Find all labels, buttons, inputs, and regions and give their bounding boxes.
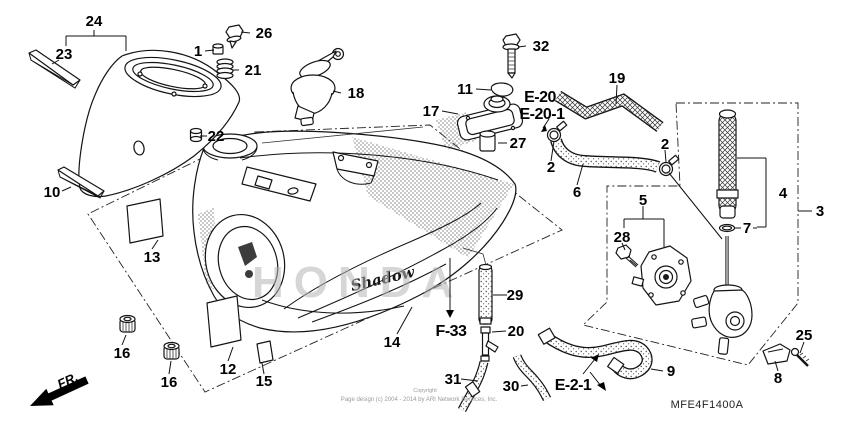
callout-2a[interactable]: 2 <box>547 159 555 176</box>
callout-27[interactable]: 27 <box>510 135 527 152</box>
callout-17[interactable]: 17 <box>423 103 440 120</box>
diagram-code: MFE4F1400A <box>671 399 744 411</box>
filler-neck <box>202 133 258 161</box>
hose-9 <box>537 327 653 380</box>
callout-4[interactable]: 4 <box>779 185 788 202</box>
mesh-hose-19 <box>554 90 664 132</box>
section-label-f33[interactable]: F-33 <box>436 323 468 340</box>
f33-arrow <box>446 258 454 318</box>
callout-7[interactable]: 7 <box>743 220 751 237</box>
tank-cover-drawing <box>78 49 241 198</box>
callout-6[interactable]: 6 <box>573 184 581 201</box>
callout-23[interactable]: 23 <box>56 46 73 63</box>
hose-clamp-2-right <box>658 154 680 177</box>
hose-clamp-2-left <box>546 120 568 143</box>
collar-1 <box>212 43 224 55</box>
grommet-16-upper <box>119 314 136 333</box>
valve-group-boundary <box>582 102 799 366</box>
callout-10[interactable]: 10 <box>44 184 61 201</box>
tank-shading-hatch <box>352 137 514 258</box>
fuel-valve-drawing <box>691 284 753 355</box>
section-label-e20[interactable]: E-20 <box>524 89 557 106</box>
sticker-15 <box>256 340 274 364</box>
callout-26[interactable]: 26 <box>256 25 273 42</box>
e2-1-arrows <box>582 354 606 391</box>
callout-13[interactable]: 13 <box>144 249 161 266</box>
callout-2b[interactable]: 2 <box>661 136 669 153</box>
copyright-line1: Copyright <box>413 388 437 394</box>
strainer-4 <box>716 109 739 219</box>
gasket-11 <box>490 82 514 97</box>
joint-20 <box>480 326 499 362</box>
e20-1-arrow <box>541 118 550 132</box>
callout-15[interactable]: 15 <box>256 373 273 390</box>
callout-14[interactable]: 14 <box>384 334 401 351</box>
sticker-12 <box>206 295 242 348</box>
tank-flame-graphics <box>261 202 498 323</box>
callout-12[interactable]: 12 <box>220 361 237 378</box>
callout-3[interactable]: 3 <box>816 203 824 220</box>
rubber-mount-21 <box>216 58 234 80</box>
section-label-e2-1[interactable]: E-2-1 <box>555 377 593 394</box>
tank-front-recess <box>204 213 286 309</box>
hose-31 <box>457 360 489 413</box>
callout-18[interactable]: 18 <box>348 85 365 102</box>
bolt-26 <box>225 24 244 49</box>
fuel-hose-6 <box>550 138 661 173</box>
callout-19[interactable]: 19 <box>609 70 626 87</box>
callout-30[interactable]: 30 <box>503 378 520 395</box>
screw-25 <box>790 347 810 367</box>
drain-tube-29 <box>462 247 493 325</box>
tank-top-brackets <box>241 151 379 202</box>
o-ring-7 <box>718 223 736 233</box>
grommet-16-lower <box>163 341 180 360</box>
callout-21[interactable]: 21 <box>245 62 262 79</box>
hose-30 <box>512 354 552 402</box>
callout-24[interactable]: 24 <box>86 13 103 30</box>
callout-1[interactable]: 1 <box>194 43 202 60</box>
fr-direction-arrow: FR. <box>30 369 89 406</box>
fuel-tank-drawing: Shadow <box>192 112 517 333</box>
bolt-32 <box>502 33 521 79</box>
callout-16a[interactable]: 16 <box>114 345 131 362</box>
callout-32[interactable]: 32 <box>533 38 550 55</box>
callout-25[interactable]: 25 <box>796 327 813 344</box>
valve-lever-8 <box>762 343 791 365</box>
callout-9[interactable]: 9 <box>667 363 675 380</box>
watermark-text: HONDA <box>252 258 463 307</box>
callout-29[interactable]: 29 <box>507 287 524 304</box>
callout-20[interactable]: 20 <box>508 323 525 340</box>
callout-22[interactable]: 22 <box>208 128 225 145</box>
trim-strip-10 <box>57 166 105 199</box>
section-label-e20-1[interactable]: E-20-1 <box>519 106 565 123</box>
fuel-cap-drawing <box>261 47 424 144</box>
cushion-27 <box>479 130 496 152</box>
callout-31[interactable]: 31 <box>445 371 462 388</box>
leader-lines <box>51 30 812 387</box>
nut-22 <box>189 127 203 143</box>
diaphragm-plate-5 <box>631 245 692 306</box>
callout-11[interactable]: 11 <box>457 81 473 98</box>
callout-16b[interactable]: 16 <box>161 374 178 391</box>
copyright-line2: Page design (c) 2004 - 2014 by ARI Netwo… <box>341 397 498 403</box>
callout-28[interactable]: 28 <box>614 229 631 246</box>
callout-8[interactable]: 8 <box>774 370 782 387</box>
callout-5[interactable]: 5 <box>639 192 647 209</box>
trim-strip-23 <box>28 49 81 89</box>
sticker-13 <box>126 198 164 244</box>
bolt-28 <box>615 244 639 268</box>
